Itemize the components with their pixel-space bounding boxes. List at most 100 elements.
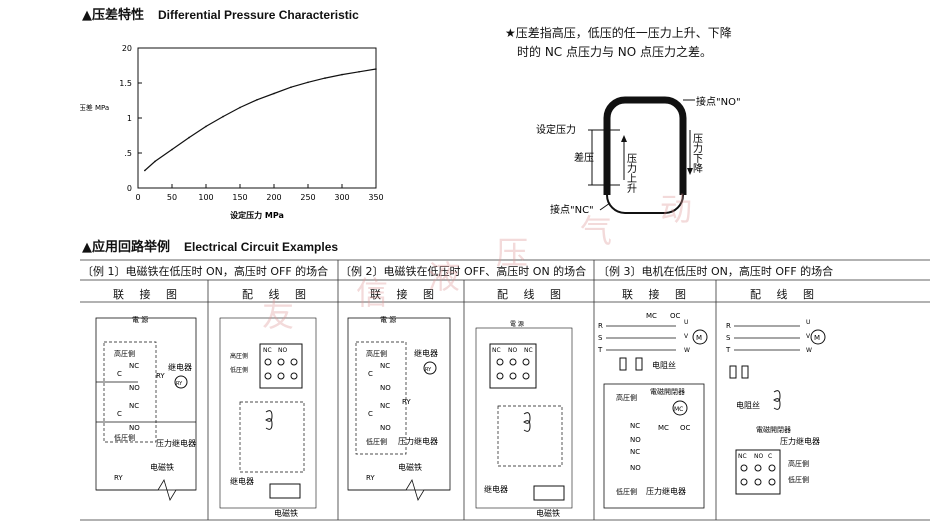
ex3-t: T [597, 346, 603, 354]
y-tick-label: 1.5 [119, 79, 132, 88]
ex3-connect-title: 联 接 图 [622, 288, 692, 301]
ex2-wiring-title: 配 线 图 [497, 288, 567, 301]
note-line-1: ★压差指高压，低压的任一压力上升、下降 [505, 26, 732, 40]
ex1-low-label: 低圧側 [114, 433, 135, 442]
ex3w-heater: 电阻丝 [736, 400, 760, 410]
ex3-nc2: NC [630, 448, 640, 456]
ex3w-high: 高圧側 [788, 459, 809, 468]
ex2w-nc2: NC [524, 347, 533, 354]
y-tick-label: .5 [124, 149, 132, 158]
no-contact-label: 接点"NO" [696, 95, 741, 108]
ex3-wiring-title: 配 线 图 [750, 288, 820, 301]
x-tick-label: 350 [368, 193, 383, 202]
data-point [375, 68, 377, 70]
example-3-caption: 〔例 3〕电机在低压时 ON，高压时 OFF 的场合 [598, 265, 834, 278]
ex3w-pressure-relay: 压力继电器 [780, 436, 820, 446]
ex1-nc-label: NC [129, 362, 139, 370]
ex2-relay-label: 继电器 [414, 348, 438, 358]
ex2-ry2-label: RY [366, 474, 375, 482]
ex2-ry-label: RY [402, 398, 411, 406]
differential-diagram: 设定压力 差压 接点"NO" 接点"NC" 压力上升 压力下降 [536, 95, 741, 216]
ex1-connect-title: 联 接 图 [113, 288, 183, 301]
ex3w-w: W [806, 347, 812, 354]
data-point [290, 86, 292, 88]
x-tick-label: 300 [334, 193, 349, 202]
ex1-c2-label: C [117, 410, 122, 418]
ex2-pressure-relay: 压力继电器 [398, 436, 438, 446]
ex1-power-label: 電 源 [132, 315, 148, 324]
ex3-u: U [684, 319, 688, 326]
ex1-ry-label: RY [156, 372, 165, 380]
ex3-motor: M [696, 334, 702, 342]
ex3w-v: V [806, 333, 811, 340]
data-point [188, 136, 190, 139]
x-tick-label: 200 [266, 193, 281, 202]
ex3-mc: MC [646, 312, 657, 320]
data-point [239, 106, 241, 109]
ex2-nc2-label: NC [380, 402, 390, 410]
ex3-s: S [598, 334, 603, 342]
fall-label: 压力下降 [691, 133, 703, 174]
data-point [256, 99, 258, 101]
note-line-2: 时的 NC 点压力与 NO 点压力之差。 [517, 45, 713, 59]
ex3-mc2: MC [658, 424, 669, 432]
y-tick-label: 1 [127, 114, 132, 123]
ex2-no2-label: NO [380, 424, 391, 432]
ex3-pressure-relay: 压力继电器 [646, 486, 686, 496]
ex3w-low: 低圧側 [788, 475, 809, 484]
ex3w-s: S [726, 334, 731, 342]
ex1-ry-coil: RY [176, 381, 183, 387]
ex3-low: 低圧側 [616, 487, 637, 496]
example-caption-row: 〔例 1〕电磁铁在低压时 ON，高压时 OFF 的场合 〔例 2〕电磁铁在低压时… [80, 260, 930, 280]
rise-label: 压力上升 [625, 153, 637, 194]
ex2-ry-coil: RY [425, 367, 432, 373]
ex2-low-label: 低圧側 [366, 437, 387, 446]
section-header-pressure: ▲压差特性 Differential Pressure Characteristi… [82, 4, 359, 23]
ex1-relay-label: 继电器 [168, 362, 192, 372]
ex1-pressure-relay: 压力继电器 [156, 438, 196, 448]
ex3-connection-diagram: R S T MC OC U V W M 电阻丝 高圧側 電磁開閉器 MC NC … [597, 312, 708, 509]
data-point [222, 115, 224, 118]
ex3-nc: NC [630, 422, 640, 430]
section-title-cn: ▲压差特性 [82, 8, 144, 23]
ex1w-low: 低圧側 [230, 366, 248, 374]
data-point [205, 125, 207, 128]
watermark-char-2: 信 [356, 274, 389, 312]
watermark-char-1: 友 [262, 296, 295, 334]
ex2-high-label: 高圧側 [366, 349, 387, 358]
ex2w-solenoid: 电磁铁 [536, 508, 560, 518]
ex2-c2-label: C [368, 410, 373, 418]
ex3w-motor: M [814, 334, 820, 342]
ex3-high: 高圧側 [616, 393, 637, 402]
watermark-char-4: 压 [496, 234, 529, 272]
data-point [358, 71, 360, 73]
y-tick-label: 0 [127, 184, 132, 193]
x-tick-label: 0 [135, 193, 140, 202]
ex2-nc-label: NC [380, 362, 390, 370]
ex2w-nc: NC [492, 347, 501, 354]
ex3-oc2: OC [680, 424, 691, 432]
data-point [307, 81, 309, 84]
ex1-high-label: 高圧側 [114, 349, 135, 358]
set-pressure-label: 设定压力 [536, 123, 576, 136]
ex2-wiring-diagram: 電 源 NC NO NC 继电器 电磁铁 [475, 320, 573, 518]
ex1-no-label: NO [129, 384, 140, 392]
ex2-c-label: C [368, 370, 373, 378]
data-point [341, 73, 343, 76]
data-point [171, 148, 173, 151]
watermark-char-3: 液 [428, 258, 461, 296]
ex1-solenoid-label: 电磁铁 [150, 462, 174, 472]
section-title-en: Differential Pressure Characteristic [158, 8, 359, 22]
x-axis-label: 设定压力 MPa [230, 210, 284, 220]
note-text: ★压差指高压，低压的任一压力上升、下降 时的 NC 点压力与 NO 点压力之差。 [505, 24, 732, 62]
data-point [324, 77, 326, 79]
series-line-0 [144, 68, 377, 171]
ex3w-t: T [725, 346, 731, 354]
ex3-mc-coil: MC [674, 406, 683, 413]
section2-title-en: Electrical Circuit Examples [184, 240, 339, 254]
ex2-connection-diagram: 電 源 高圧側 NC C NO RY 继电器 RY NC C NO 低圧側 压力… [347, 315, 451, 501]
ex1w-relay: 继电器 [230, 476, 254, 486]
plot-frame [137, 47, 377, 189]
